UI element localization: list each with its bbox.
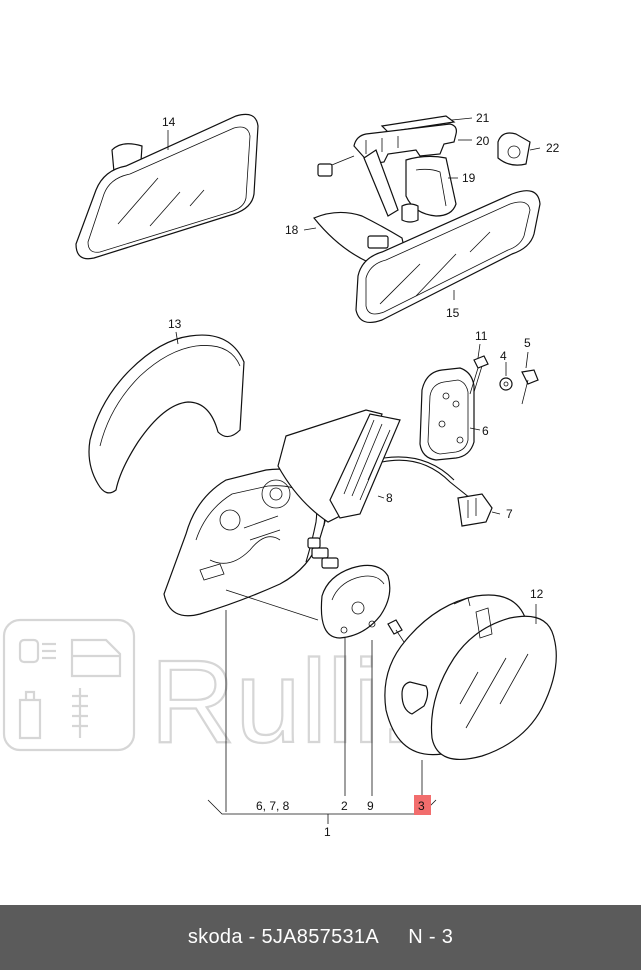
- callout-1: 1: [324, 825, 331, 839]
- callout-19: 19: [462, 171, 476, 185]
- footer-bar: skoda - 5JA857531A N - 3: [0, 905, 641, 970]
- housing-cap-13: [88, 334, 245, 494]
- callout-15: 15: [446, 306, 460, 320]
- callout-3: 3: [418, 799, 425, 813]
- footer-page: N - 3: [408, 926, 454, 948]
- callout-18: 18: [285, 223, 299, 237]
- footer-gap: [379, 926, 408, 949]
- callout-22: 22: [546, 141, 560, 155]
- callout-6: 6: [482, 424, 489, 438]
- callout-2: 2: [341, 799, 348, 813]
- callout-14: 14: [162, 115, 176, 129]
- callout-21: 21: [476, 111, 490, 125]
- parts-diagram: Rulli.ru: [2, 111, 560, 839]
- callout-11: 11: [475, 329, 488, 343]
- adjustment-motor-2: [320, 564, 405, 643]
- callout-7: 7: [506, 507, 513, 521]
- mirror-housing: [163, 468, 339, 617]
- callout-8: 8: [386, 491, 393, 505]
- interior-mirror-15: [355, 190, 541, 323]
- callout-9: 9: [367, 799, 374, 813]
- callout-4: 4: [500, 349, 507, 363]
- callout-6-7-8: 6, 7, 8: [256, 799, 290, 813]
- callout-20: 20: [476, 134, 490, 148]
- watermark-logo-icon: [2, 618, 136, 752]
- highlight-box: [414, 795, 431, 815]
- fasteners-4-5-11: [469, 355, 539, 405]
- footer-separator: -: [242, 926, 262, 948]
- interior-mirror-14: [75, 113, 259, 260]
- footer-part-number: 5JA857531A: [261, 926, 379, 948]
- callout-5: 5: [524, 336, 531, 350]
- callout-labels: 14 21 20 22 19 18 15 13 11 4 5 6 8 7 12 …: [162, 111, 560, 839]
- turn-signal-wiring-6-7-8: [277, 367, 493, 527]
- callout-12: 12: [530, 587, 544, 601]
- mirror-glass-12: [384, 594, 557, 760]
- footer-brand: skoda: [187, 926, 243, 948]
- mirror-base-18-22: [313, 115, 531, 270]
- callout-13: 13: [168, 317, 182, 331]
